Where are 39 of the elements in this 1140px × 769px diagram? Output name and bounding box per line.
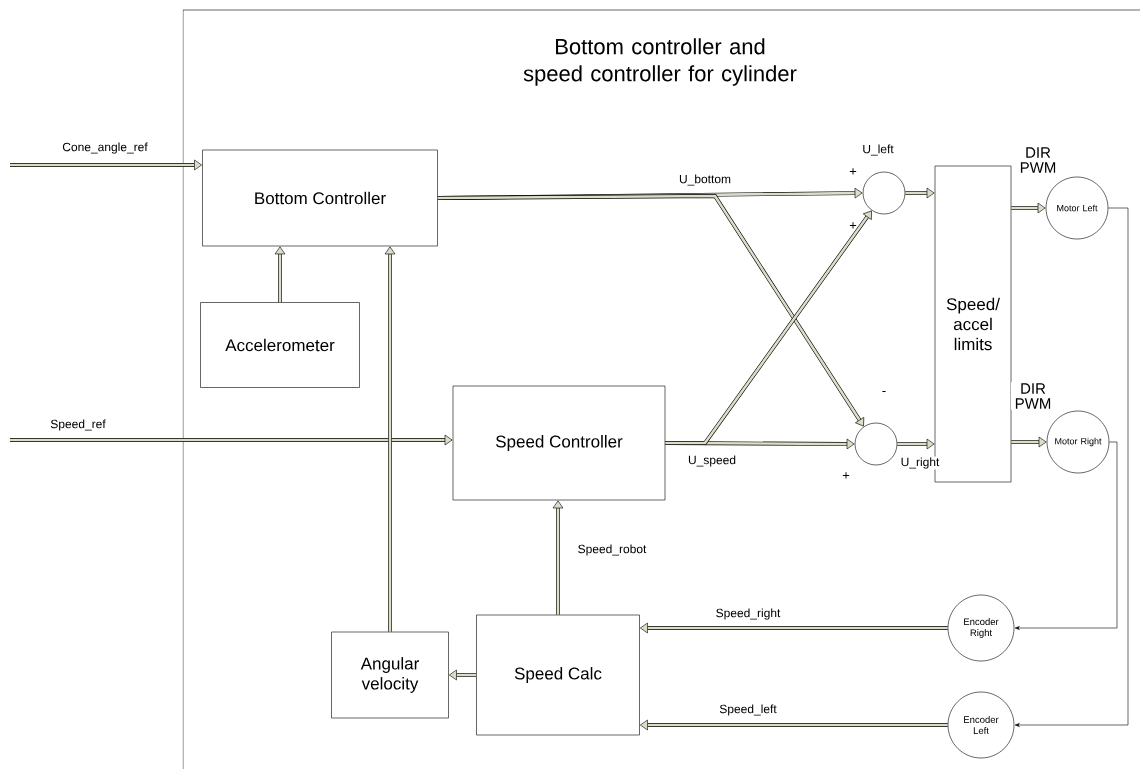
- signal-arrow: [1011, 436, 1047, 448]
- sign-label: +: [842, 472, 850, 479]
- signal-arrow: [552, 500, 564, 615]
- edge-label: DIR PWM: [1011, 382, 1055, 410]
- signal-arrow: [10, 434, 453, 446]
- signal-arrow: [10, 159, 202, 171]
- edge-label: U_bottom: [678, 173, 732, 187]
- edge-label: Cone_angle_ref: [61, 141, 149, 155]
- sign-label: +: [849, 168, 857, 175]
- signal-arrow: [1011, 202, 1046, 214]
- edge-label: Speed_robot: [576, 543, 648, 557]
- wire-arrow: [1014, 207, 1129, 727]
- process-box: Bottom Controller: [202, 149, 438, 247]
- edge-label: U_right: [899, 456, 941, 470]
- process-box: Angular velocity: [331, 631, 449, 719]
- edge-label: Speed_right: [714, 607, 782, 621]
- process-box: Speed Controller: [452, 385, 666, 501]
- signal-arrow: [437, 194, 865, 427]
- diagram-title: Bottom controller and speed controller for cylinder: [523, 38, 797, 86]
- process-box: Accelerometer: [200, 302, 360, 388]
- signal-arrow: [640, 622, 948, 634]
- signal-arrow: [449, 669, 477, 681]
- summing-junction: [854, 422, 898, 466]
- signal-arrow: [274, 246, 286, 303]
- signal-arrow: [897, 438, 935, 450]
- signal-arrow: [665, 210, 872, 445]
- sign-label: -: [882, 391, 886, 393]
- edge-label: U_speed: [687, 454, 738, 468]
- process-box: Speed Calc: [476, 614, 640, 736]
- edge-label: Speed_left: [718, 703, 778, 717]
- sign-label: +: [849, 222, 857, 229]
- summing-junction: [862, 171, 906, 215]
- signal-arrow: [640, 719, 948, 731]
- edge-label: U_left: [861, 143, 895, 157]
- signal-arrow: [905, 187, 935, 199]
- edge-label: Speed_ref: [49, 418, 107, 432]
- wire-arrow: [1014, 441, 1118, 630]
- edge-label: DIR PWM: [1016, 146, 1060, 174]
- signal-arrow: [384, 246, 396, 632]
